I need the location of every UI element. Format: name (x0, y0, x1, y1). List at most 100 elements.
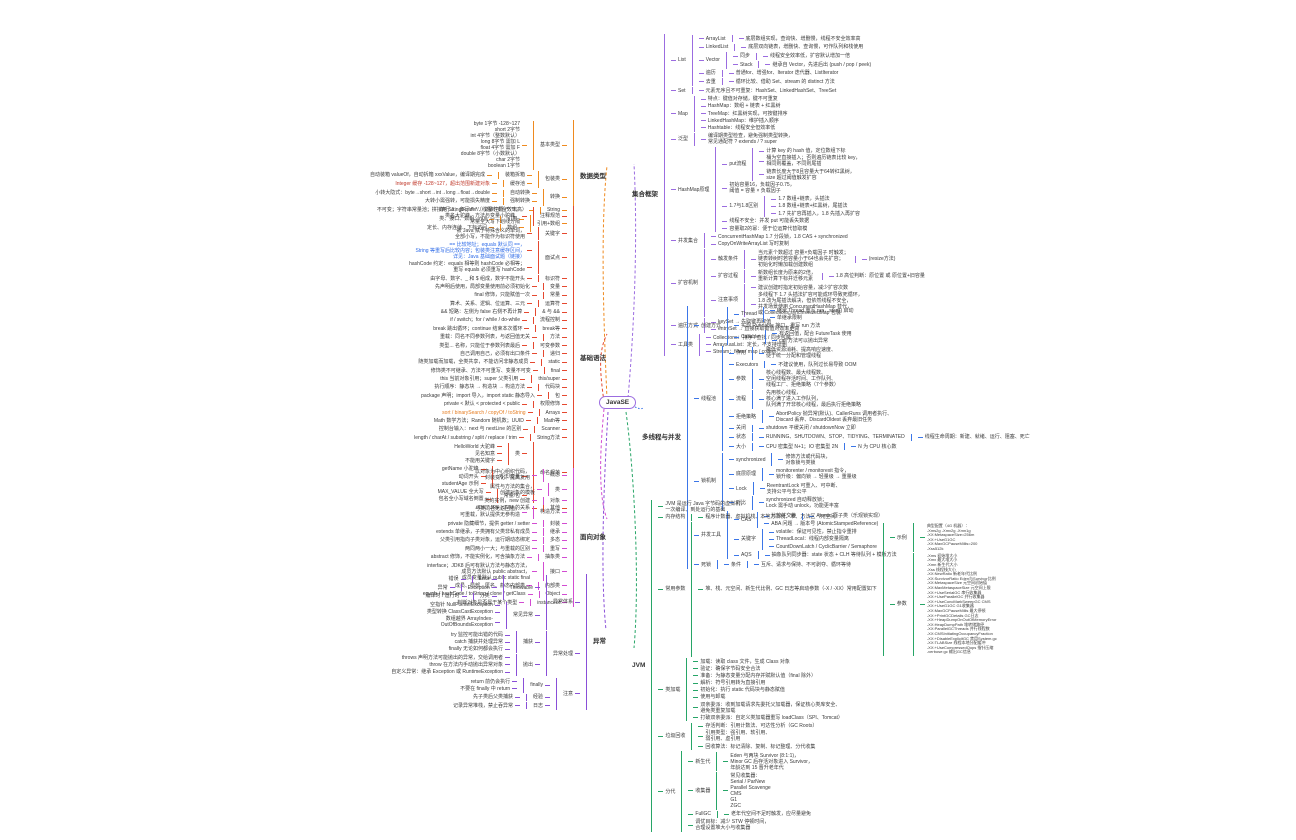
node-label[interactable]: byte 1字节 -128~127 short 2字节 int 4字节（整数默认… (460, 121, 520, 170)
node-label[interactable]: 装箱拆箱 (504, 172, 525, 179)
node-label[interactable]: ConcurrentHashMap 1.7 分段锁，1.8 CAS + sync… (718, 233, 848, 240)
node-label[interactable]: 概念 (549, 472, 560, 479)
node-label[interactable]: 接口 (549, 568, 560, 575)
node-label[interactable]: 多态 (549, 537, 560, 544)
node-label[interactable]: 递归 (549, 350, 560, 357)
node-label[interactable]: 抽象类 (544, 554, 560, 561)
node-label[interactable]: 实现 Runnable 接口，重写 run 方法 (741, 322, 821, 329)
node-label[interactable]: 自动装箱 valueOf，自动拆箱 xxxValue，编译期完成 (370, 172, 485, 179)
node-label[interactable]: final (550, 367, 560, 374)
node-label[interactable]: 1.7 先扩容再插入，1.8 先插入再扩容 (778, 210, 860, 217)
node-label[interactable]: 遍历 (705, 70, 716, 77)
node-label[interactable]: 单继承限制 (776, 314, 802, 321)
node-label[interactable]: throw 在方法内手动抛出异常对象 (429, 661, 503, 668)
node-label[interactable]: private 隐藏细节，提供 getter / setter (447, 520, 530, 527)
node-label[interactable]: 被 Java 赋予特殊含义的单词， 全部小写，不能作为标识符使用 (454, 227, 525, 240)
node-label[interactable]: call 方法可以抛出异常 (779, 337, 828, 344)
node-label[interactable]: length / charAt / substring / split / re… (414, 434, 517, 441)
node-label[interactable]: 随类加载而加载，全类共享，不能访问非静态成员 (418, 359, 529, 366)
node-label[interactable]: 先子类后父类捕获 (472, 694, 513, 701)
node-label[interactable]: 封装 (549, 520, 560, 527)
node-label[interactable]: 触发条件 (718, 256, 739, 263)
node-label[interactable]: 底层双向链表，增删快、查询慢，可作队列和栈使用 (748, 44, 864, 51)
node-label[interactable]: Math 数学方法；Random 随机数；UUID (433, 417, 524, 424)
node-label[interactable]: 程序计数器、虚拟机栈、本地方法栈、堆、方法区（元空间） (705, 514, 841, 521)
node-label[interactable]: 自己调用自己，必须有出口条件 (459, 350, 530, 357)
node-label[interactable]: 参数 (736, 376, 747, 383)
node-label[interactable]: 异常 (437, 584, 448, 591)
node-label[interactable]: 流程 (736, 396, 747, 403)
node-label[interactable]: shutdown 平缓关闭 / shutdownNow 立即 (766, 425, 856, 432)
node-label[interactable]: 加载：读取 class 文件，生成 Class 对象 (700, 658, 790, 665)
node-label[interactable]: 编译时 / 运行时 (425, 593, 460, 600)
node-label[interactable]: -Xms 初始堆大小 -Xmx 最大堆大小 -Xmn 新生代大小 -Xss 线程… (926, 552, 997, 655)
node-label[interactable]: Hashtable：线程安全但效率低 (707, 124, 776, 131)
node-label[interactable]: break等 (542, 325, 560, 332)
branch-label[interactable]: 多线程与并发 (642, 433, 681, 441)
node-label[interactable]: abstract 修饰，不能实例化，可含抽象方法 (430, 554, 525, 561)
node-label[interactable]: 准备：为静态变量分配内存并赋默认值（final 除外） (700, 672, 816, 679)
node-label[interactable]: 新数组长度为原来的2倍， 重新计算下标并迁移元素 (758, 270, 816, 283)
node-label[interactable]: 状态 (736, 434, 747, 441)
node-label[interactable]: 重写 (549, 545, 560, 552)
node-label[interactable]: 容量取2的幂：便于位运算代替取模 (729, 225, 808, 232)
node-label[interactable]: 注释规范 (539, 213, 560, 220)
node-label[interactable]: Thread (741, 311, 757, 318)
node-label[interactable]: 循环比较、借助 Set、stream 的 distinct 方法 (735, 78, 835, 85)
node-label[interactable]: 继承自 Vector，先进后出 (push / pop / peek) (772, 61, 872, 68)
node-label[interactable]: 运算符 (544, 300, 560, 307)
node-label[interactable]: CopyOnWriteArrayList 写时复制 (718, 241, 790, 248)
node-label[interactable]: Stack (739, 61, 753, 68)
node-label[interactable]: 不要在 finally 中 return (460, 685, 511, 692)
node-label[interactable]: 日志 (532, 702, 543, 709)
node-label[interactable]: 经验 (532, 694, 543, 701)
node-label[interactable]: 先声明后使用，局部变量使用前必须初始化 (434, 283, 530, 290)
node-label[interactable]: RUNNING、SHUTDOWN、STOP、TIDYING、TERMINATED (766, 434, 905, 441)
node-label[interactable]: monitorenter / monitorexit 指令， 锁升级：偏向锁 →… (776, 468, 857, 481)
node-label[interactable]: catch 捕获并处理异常 (454, 639, 503, 646)
node-label[interactable]: 当元素个数超过 容量×负载因子 时触发； 链表转树时若容量小于64也会先扩容； … (758, 250, 849, 269)
node-label[interactable]: 典型配置（4G 机器）： -Xms2g -Xmx2g -Xmn1g -XX:Me… (926, 522, 978, 551)
node-label[interactable]: 大转小需强转，可能损失精度 (424, 198, 490, 205)
node-label[interactable]: 见名知意 (474, 450, 495, 457)
node-label[interactable]: AbortPolicy 抛异常(默认)、CallerRuns 调用者执行、 Di… (776, 410, 893, 423)
node-label[interactable]: hashCode 约定：equals 相等则 hashCode 必相等； 重写 … (409, 261, 525, 274)
branch-label[interactable]: 集合框架 (632, 191, 658, 199)
node-label[interactable]: 线程池 (701, 395, 717, 402)
node-label[interactable]: Exception (467, 584, 490, 591)
node-label[interactable]: 线程不安全：并发 put 可能丢失数据 (729, 218, 810, 225)
node-label[interactable]: 垃圾回收 (665, 733, 686, 740)
node-label[interactable]: 特点：键值对存储，键不可重复 (707, 96, 778, 103)
node-label[interactable]: LinkedList (705, 44, 729, 51)
node-label[interactable]: 泛型 (678, 136, 689, 143)
node-label[interactable]: 新生代 (695, 758, 711, 765)
branch-label[interactable]: 面向对象 (580, 533, 606, 541)
node-label[interactable]: 变量 (549, 283, 560, 290)
node-label[interactable]: 有返回值，配合 FutureTask 使用 (779, 330, 852, 337)
node-label[interactable]: 类 (514, 450, 520, 457)
node-label[interactable]: 元素无序且不可重复：HashSet、LinkedHashSet、TreeSet (705, 87, 837, 94)
node-label[interactable]: 解析：符号引用转为直接引用 (700, 680, 766, 687)
node-label[interactable]: 包装类 (544, 176, 560, 183)
node-label[interactable]: 类的实例，new 创建 (484, 497, 530, 504)
node-label[interactable]: 1.8 数组+链表+红黑树，尾插法 (778, 203, 848, 210)
node-label[interactable]: 普通for、增强for、Iterator 迭代器、ListIterator (735, 70, 839, 77)
node-label[interactable]: 异常处理 (552, 650, 573, 657)
node-label[interactable]: CPU 密集型 N+1；IO 密集型 2N (766, 443, 839, 450)
node-label[interactable]: 数组越界 ArrayIndex- OutOfBoundsException (440, 616, 493, 629)
node-label[interactable]: 去重 (705, 78, 716, 85)
node-label[interactable]: 算术、关系、逻辑、位运算、三元 (449, 300, 525, 307)
node-label[interactable]: 引用类型：强引用、软引用、 弱引用、虚引用 (705, 730, 771, 743)
node-label[interactable]: Throwable (509, 584, 533, 591)
node-label[interactable]: 分类 (479, 593, 490, 600)
node-label[interactable]: 扩容机制 (678, 280, 699, 287)
node-label[interactable]: 修饰方法或代码块， 对象锁与类锁 (785, 453, 831, 466)
node-label[interactable]: 1.7与1.8区别 (729, 203, 759, 210)
node-label[interactable]: 线程安全效率低，扩容默认增加一倍 (769, 53, 850, 60)
node-label[interactable]: 捕获 (522, 639, 533, 646)
node-label[interactable]: (resize方法) (868, 256, 896, 263)
node-label[interactable]: 常量 (549, 292, 560, 299)
node-label[interactable]: finally (530, 682, 543, 689)
node-label[interactable]: 两同两小一大；与重载的区别 (464, 545, 530, 552)
node-label[interactable]: 创建方式 (701, 322, 722, 329)
